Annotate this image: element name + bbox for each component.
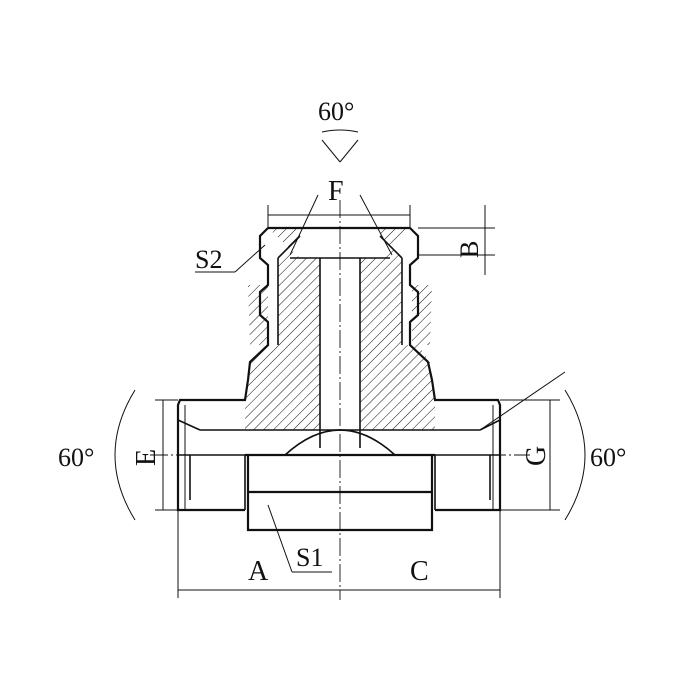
dimension-B-label: B [455,241,484,258]
dimension-S2-label: S2 [195,245,222,274]
dimension-S1-label: S1 [296,543,323,572]
fitting-outline [176,226,502,532]
left-angle-label: 60° [58,443,94,472]
right-angle-label: 60° [590,443,626,472]
dimension-A-label: A [248,556,269,587]
dimension-G-label: G [521,446,552,466]
dimension-E-label: E [131,449,162,466]
centerlines [150,200,530,600]
dimension-C-label: C [410,556,429,587]
dimension-F-label: F [328,176,344,207]
top-angle-label: 60° [318,97,354,126]
hatched-section [245,228,435,430]
dimensions [114,129,586,598]
